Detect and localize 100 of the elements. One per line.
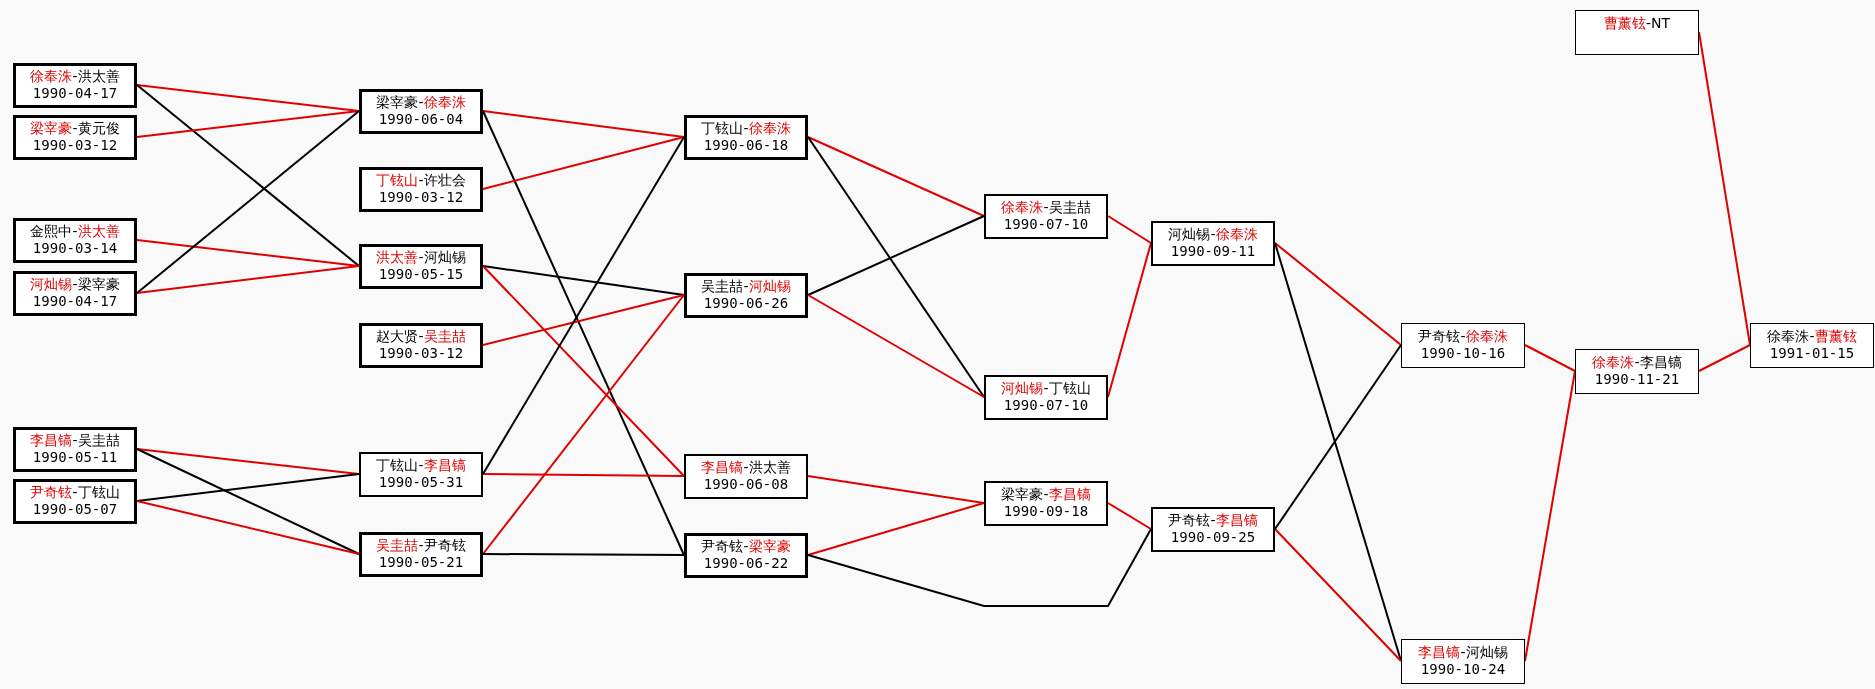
- player-names: 吴圭喆-河灿锡: [701, 278, 791, 295]
- bracket-line: [1107, 215, 1152, 244]
- player-names: 河灿锡-徐奉洙: [1168, 226, 1258, 243]
- match-date: 1990-05-11: [32, 449, 118, 466]
- match-date: 1990-05-15: [378, 266, 464, 283]
- player-names: 曹薰铉-NT: [1603, 14, 1671, 32]
- player-names: 尹奇铉-梁宰豪: [701, 538, 791, 555]
- player-names: 丁铉山-李昌镐: [376, 457, 466, 474]
- match-date: 1990-09-11: [1170, 243, 1256, 260]
- match-date: 1990-09-18: [1003, 503, 1089, 520]
- bracket-line: [136, 500, 360, 555]
- match-box: [1401, 322, 1525, 368]
- match-box: [1151, 220, 1275, 266]
- bracket-line: [482, 110, 685, 138]
- match-box: [13, 478, 137, 524]
- match-box: [1750, 322, 1874, 368]
- bracket-line: [482, 136, 685, 190]
- bracket-line: [807, 136, 985, 217]
- player-names: 赵大贤-吴圭喆: [376, 328, 466, 345]
- player-names: 河灿锡-梁宰豪: [30, 276, 120, 293]
- player-names: 李昌镐-吴圭喆: [30, 432, 120, 449]
- bracket-line: [136, 265, 360, 294]
- match-box: [684, 272, 808, 318]
- bracket-line: [807, 136, 985, 398]
- match-box: [984, 480, 1108, 526]
- match-date: 1990-05-31: [378, 474, 464, 491]
- player-names: 尹奇铉-徐奉洙: [1418, 328, 1508, 345]
- match-date: 1990-06-08: [703, 476, 789, 493]
- match-date: 1990-03-12: [32, 137, 118, 154]
- player-names: 徐奉洙-曹薰铉: [1767, 328, 1857, 345]
- bracket-line: [807, 475, 985, 504]
- match-box: [359, 88, 483, 134]
- player-names: 丁铉山-许壮会: [376, 172, 466, 189]
- bracket-line: [136, 84, 360, 267]
- match-box: [984, 193, 1108, 239]
- bracket-line: [807, 528, 1152, 607]
- player-names: 尹奇铉-李昌镐: [1168, 512, 1258, 529]
- match-date: 1990-06-26: [703, 295, 789, 312]
- match-date: 1990-04-17: [32, 293, 118, 310]
- bracket-line: [482, 473, 685, 477]
- player-names: 洪太善-河灿锡: [376, 249, 466, 266]
- bracket-line: [1274, 344, 1402, 530]
- match-date: 1990-03-12: [378, 189, 464, 206]
- bracket-line: [807, 215, 985, 296]
- match-date: 1990-06-22: [703, 555, 789, 572]
- player-names: 李昌镐-河灿锡: [1418, 644, 1508, 661]
- match-date: 1990-05-21: [378, 554, 464, 571]
- match-box: [1151, 506, 1275, 552]
- bracket-line: [1524, 370, 1576, 662]
- match-date: 1990-07-10: [1003, 397, 1089, 414]
- player-names: 梁宰豪-李昌镐: [1001, 486, 1091, 503]
- bracket-line: [482, 553, 685, 556]
- bracket-line: [1274, 528, 1402, 662]
- player-names: 河灿锡-丁铉山: [1001, 380, 1091, 397]
- bracket-line: [482, 294, 685, 346]
- bracket-line: [482, 294, 685, 555]
- match-date: 1990-05-07: [32, 501, 118, 518]
- bracket-line: [482, 265, 685, 477]
- player-names: 徐奉洙-吴圭喆: [1001, 199, 1091, 216]
- player-names: 梁宰豪-黄元俊: [30, 120, 120, 137]
- match-date: 1990-10-16: [1420, 345, 1506, 362]
- match-date: 1990-09-25: [1170, 529, 1256, 546]
- bracket-line: [136, 473, 360, 502]
- match-box: [684, 532, 808, 578]
- match-box: [13, 270, 137, 316]
- match-box: [359, 166, 483, 212]
- match-box: [684, 453, 808, 499]
- match-box: [1575, 348, 1699, 394]
- player-names: 丁铉山-徐奉洙: [701, 120, 791, 137]
- bracket-line: [136, 110, 360, 294]
- match-box: [13, 62, 137, 108]
- match-date: 1990-10-24: [1420, 661, 1506, 678]
- match-box: [13, 426, 137, 472]
- match-date: 1990-04-17: [32, 85, 118, 102]
- match-box: [1401, 638, 1525, 684]
- player-names: 金熙中-洪太善: [30, 223, 120, 240]
- bracket-line: [807, 502, 985, 556]
- match-date: 1990-06-18: [703, 137, 789, 154]
- match-date: 1990-06-04: [378, 111, 464, 128]
- match-date: 1990-07-10: [1003, 216, 1089, 233]
- match-box: [984, 374, 1108, 420]
- bracket-line: [482, 136, 685, 475]
- match-date: 1990-03-14: [32, 240, 118, 257]
- match-box: [359, 451, 483, 497]
- match-box: [359, 531, 483, 577]
- match-box: [1575, 9, 1699, 55]
- match-box: [13, 217, 137, 263]
- bracket-line: [1698, 31, 1751, 346]
- bracket-line: [136, 110, 360, 138]
- bracket-line: [1698, 344, 1751, 372]
- player-names: 徐奉洙-洪太善: [30, 68, 120, 85]
- match-date: 1991-01-15: [1769, 345, 1855, 362]
- match-box: [359, 243, 483, 289]
- bracket-line: [482, 110, 685, 556]
- match-box: [359, 322, 483, 368]
- bracket-line: [136, 448, 360, 555]
- bracket-line: [482, 265, 685, 296]
- match-date: 1990-11-21: [1594, 371, 1680, 388]
- bracket-line: [1524, 344, 1576, 372]
- player-names: 尹奇铉-丁铉山: [30, 484, 120, 501]
